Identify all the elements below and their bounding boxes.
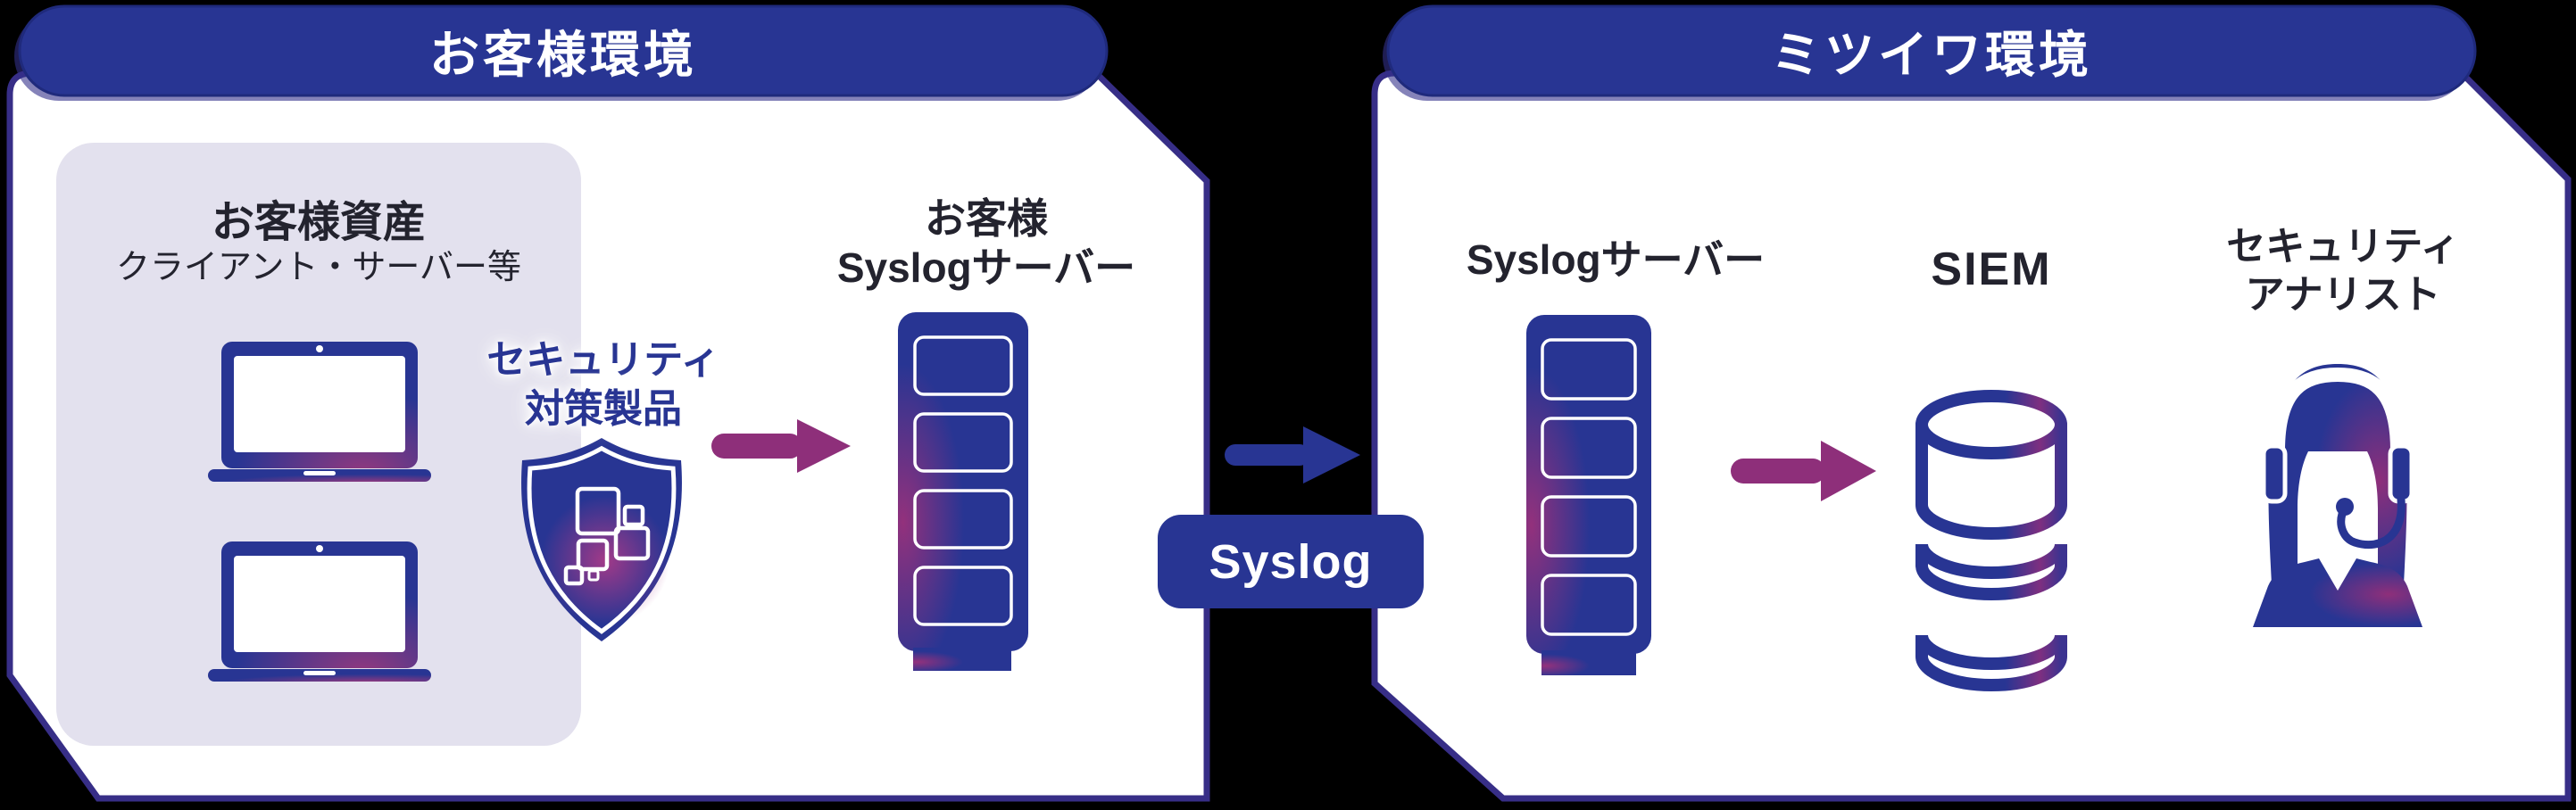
shield-icon: [521, 438, 682, 641]
customer-syslog-server-label: お客様 Syslogサーバー: [836, 195, 1136, 291]
mitsuiwa-panel-title: ミツイワ環境: [1771, 26, 2092, 83]
syslog-flow-arrow-icon: [1225, 426, 1360, 484]
server-icon: [898, 312, 1028, 671]
syslog-badge: [1158, 515, 1424, 608]
mitsuiwa-header-pill: [1383, 4, 2477, 101]
analyst-icon: [2253, 364, 2422, 627]
security-analyst-label: セキュリティ アナリスト: [2226, 225, 2460, 317]
server-icon: [1526, 315, 1651, 675]
arrow-right-icon: [711, 419, 851, 473]
customer-header-pill: [14, 4, 1109, 101]
arrow-right-icon: [1731, 441, 1876, 501]
laptop-icon: [208, 541, 431, 682]
customer-assets-title: お客様資産: [211, 199, 426, 246]
syslog-badge-label: Syslog: [1209, 534, 1373, 589]
security-product-label: セキュリティ 対策製品: [486, 338, 720, 431]
customer-panel-title: お客様環境: [429, 26, 697, 83]
laptop-icon: [208, 342, 431, 482]
customer-assets-subtitle: クライアント・サーバー等: [115, 249, 522, 286]
siem-label: SIEM: [1931, 244, 2052, 295]
mitsuiwa-syslog-server-label: Syslogサーバー: [1466, 236, 1766, 283]
database-icon: [1915, 390, 2067, 691]
